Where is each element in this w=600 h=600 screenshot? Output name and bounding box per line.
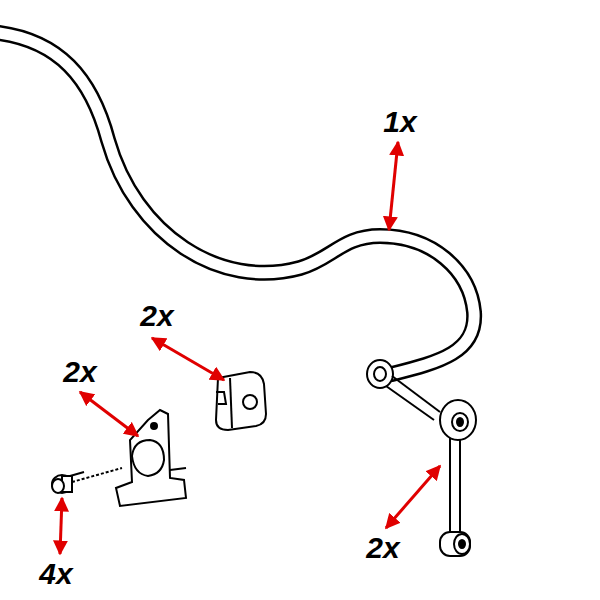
- callout-number: 2x: [366, 533, 399, 563]
- leader-arrow: [386, 466, 440, 528]
- bracket: [116, 410, 186, 506]
- callout-number: 2x: [140, 301, 173, 331]
- callout-number: 2x: [63, 357, 96, 387]
- leader-arrows: [60, 142, 440, 554]
- callout-number: 1x: [383, 107, 416, 137]
- sway-bar: [0, 32, 474, 374]
- bolt: [52, 468, 122, 493]
- leader-arrow: [80, 392, 138, 436]
- callout-number: 4x: [39, 559, 72, 589]
- leader-arrow: [389, 142, 398, 230]
- end-link: [367, 360, 476, 556]
- leader-arrow: [60, 498, 62, 554]
- leader-arrow: [152, 338, 224, 380]
